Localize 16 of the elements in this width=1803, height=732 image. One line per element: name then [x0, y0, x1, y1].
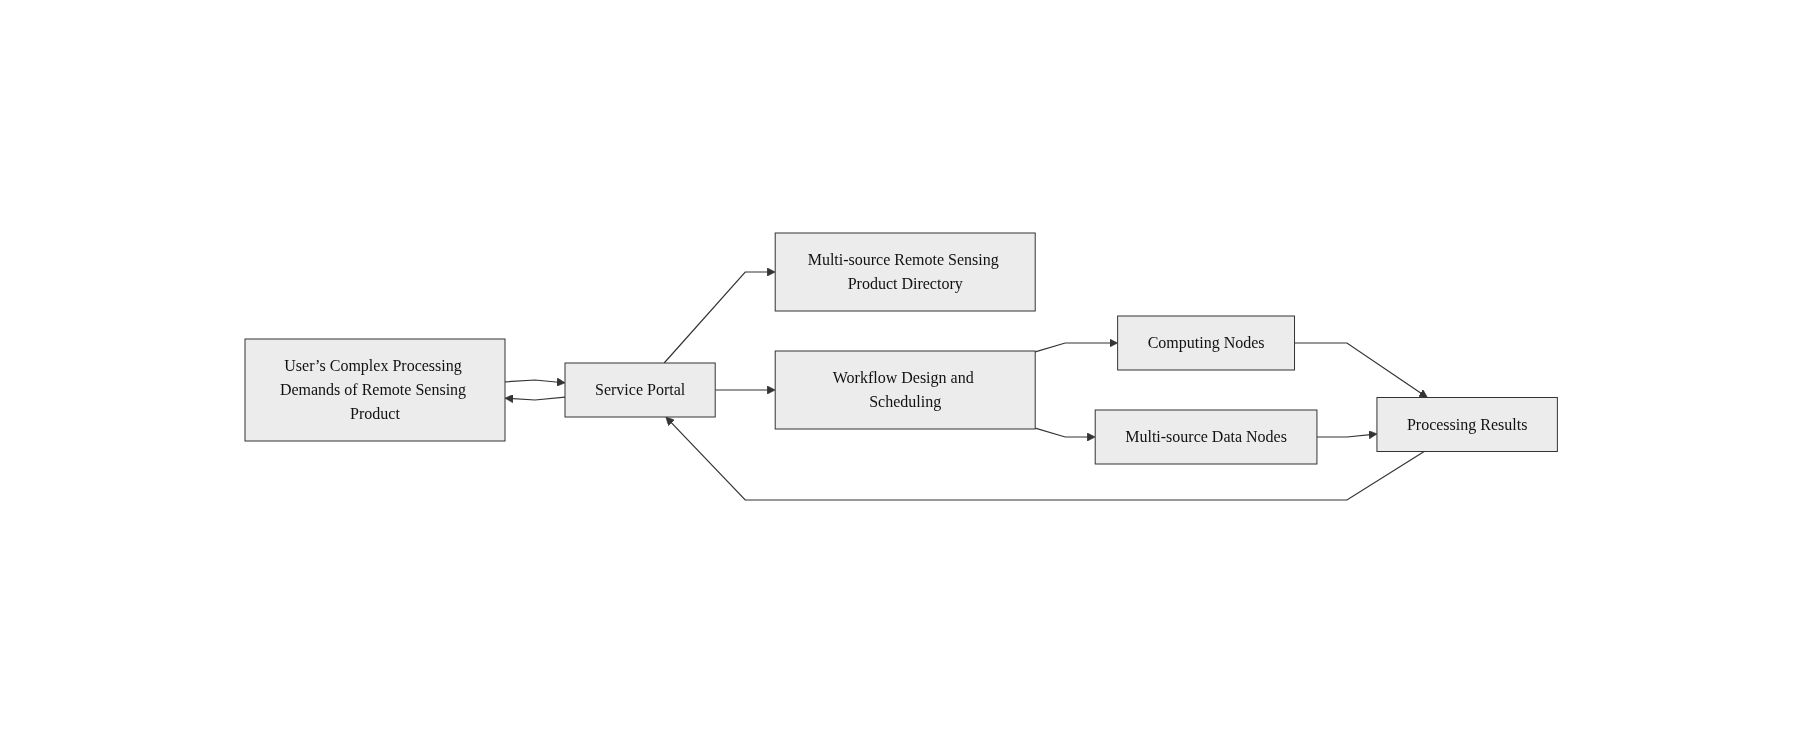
node-box: User’s Complex Processing Demands of Remote Sensing Product — [244, 338, 506, 441]
arrow — [714, 385, 776, 394]
arrow — [504, 393, 566, 403]
arrow — [504, 377, 566, 386]
node-box: Computing Nodes — [1117, 315, 1296, 370]
arrow — [1034, 427, 1096, 441]
node-box: Multi-source Data Nodes — [1095, 409, 1318, 464]
node-box: Multi-source Remote Sensing Product Directory — [775, 232, 1036, 311]
arrow — [663, 267, 776, 364]
arrow — [1294, 341, 1429, 398]
node-box: Processing Results — [1376, 396, 1559, 452]
arrow — [1034, 338, 1119, 352]
arrow — [665, 416, 1426, 501]
node-box: Workflow Design and Scheduling — [775, 350, 1036, 429]
node-box: Service Portal — [564, 362, 716, 417]
arrow — [1316, 429, 1378, 439]
